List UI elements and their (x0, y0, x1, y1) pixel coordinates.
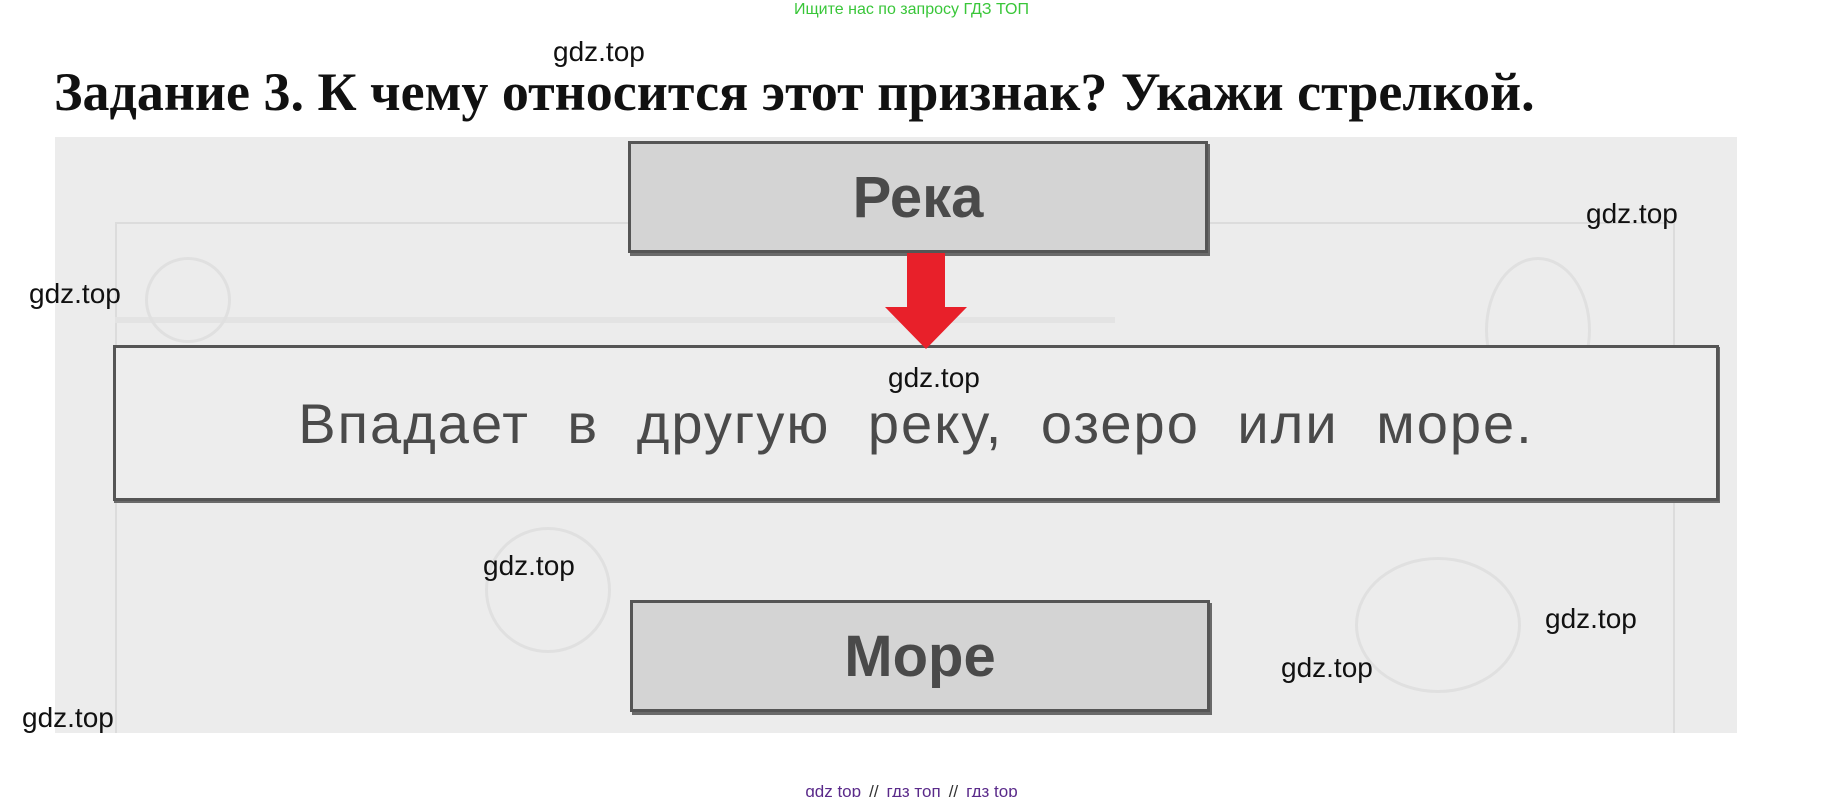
footer-link-gdz-top-ru[interactable]: гдз топ (886, 782, 941, 797)
footer-link-gdz-top[interactable]: gdz top (805, 782, 862, 797)
watermark-text: gdz.top (29, 278, 121, 309)
footer-link-gdz-top-mixed[interactable]: гдз top (966, 782, 1018, 797)
footer-separator: // (869, 782, 879, 797)
scan-background-circle (145, 257, 231, 343)
watermark-text: gdz.top (1586, 198, 1678, 229)
arrow-shape (885, 253, 967, 349)
river-box: Река (628, 141, 1208, 253)
watermark-text: gdz.top (22, 702, 114, 733)
scan-background-circle (1355, 557, 1521, 693)
feature-box: Впадает в другую реку, озеро или море. (113, 345, 1719, 501)
task-title: Задание 3. К чему относится этот признак… (54, 62, 1535, 122)
scan-background-line (115, 317, 1115, 323)
search-hint-banner: Ищите нас по запросу ГДЗ ТОП (794, 1, 1029, 18)
down-arrow-icon (885, 253, 967, 349)
watermark-text: gdz.top (888, 362, 980, 393)
watermark-text: gdz.top (1281, 652, 1373, 683)
workbook-scan: Река Впадает в другую реку, озеро или мо… (55, 137, 1737, 733)
footer-separator: // (948, 782, 959, 797)
sea-box: Море (630, 600, 1210, 712)
footer-links: gdz top // гдз топ // гдз top (0, 782, 1823, 797)
watermark-text: gdz.top (553, 36, 645, 67)
watermark-text: gdz.top (1545, 603, 1637, 634)
watermark-text: gdz.top (483, 550, 575, 581)
scan-background-circle (485, 527, 611, 653)
